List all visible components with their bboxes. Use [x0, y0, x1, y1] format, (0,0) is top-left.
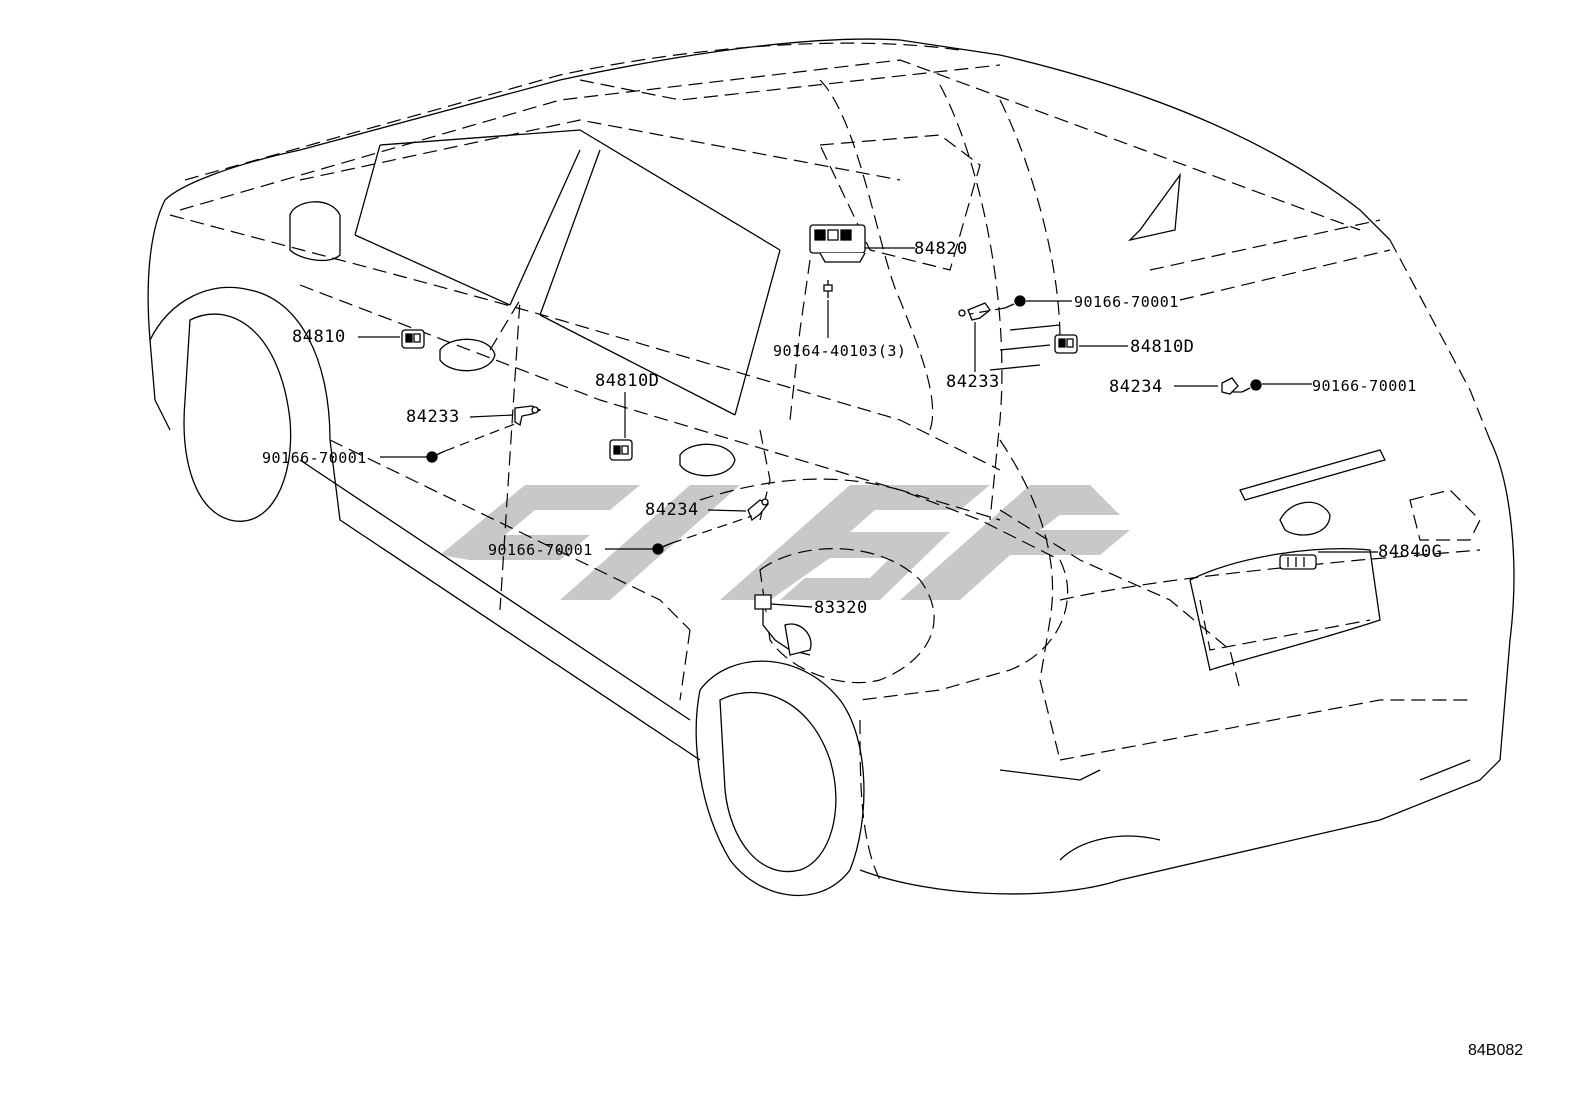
- part-90166-mid-bolt-icon: [652, 543, 672, 555]
- leader-lines: [358, 248, 1378, 607]
- callout-83320: 83320: [814, 598, 868, 618]
- watermark-logo: [440, 485, 1130, 600]
- callout-90166-left: 90166-70001: [262, 449, 367, 467]
- part-90166-top-bolt-icon: [1005, 295, 1026, 308]
- part-84233-left-icon: [515, 406, 540, 425]
- part-83320-sensor-icon: [755, 595, 811, 655]
- callout-84233-right: 84233: [946, 372, 1000, 392]
- part-84234-right-icon: [1222, 378, 1238, 394]
- callout-90166-mid: 90166-70001: [488, 541, 593, 559]
- callout-84234-mid: 84234: [645, 500, 699, 520]
- callout-84840G: 84840G: [1378, 542, 1443, 562]
- part-84234-mid-icon: [748, 498, 768, 520]
- callout-90166-top: 90166-70001: [1074, 293, 1179, 311]
- parts: [402, 225, 1316, 655]
- car-outline: [148, 39, 1514, 895]
- part-84810D-right-switch-icon: [1055, 335, 1077, 353]
- part-84810-switch-icon: [402, 330, 424, 348]
- callout-84234-right: 84234: [1109, 377, 1163, 397]
- part-84820-master-switch-icon: [810, 225, 865, 262]
- part-84810D-mid-switch-icon: [610, 440, 632, 460]
- callout-84810: 84810: [292, 327, 346, 347]
- callout-84233-left: 84233: [406, 407, 460, 427]
- callout-84820: 84820: [914, 239, 968, 259]
- diagram-reference-code: 84B082: [1468, 1042, 1524, 1059]
- part-90164-screw-icon: [824, 280, 832, 298]
- part-90166-right-bolt-icon: [1242, 379, 1262, 392]
- part-84840G-switch-icon: [1280, 555, 1316, 569]
- leader-lines-dashed: [445, 308, 1242, 543]
- car-hidden-lines: [170, 43, 1490, 880]
- callout-84810D-right: 84810D: [1130, 337, 1195, 357]
- part-90166-left-bolt-icon: [426, 451, 445, 463]
- callout-90166-right: 90166-70001: [1312, 377, 1417, 395]
- callout-84810D-mid: 84810D: [595, 371, 660, 391]
- part-84233-right-icon: [958, 303, 990, 320]
- callout-90164: 90164-40103(3): [773, 342, 907, 360]
